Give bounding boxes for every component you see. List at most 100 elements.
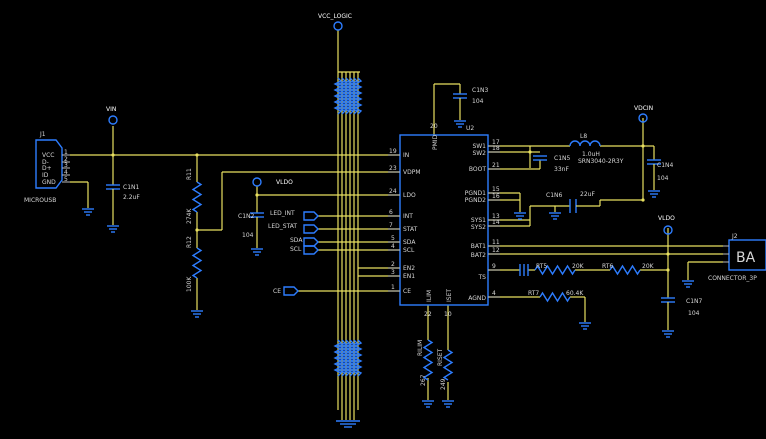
svg-text:BA: BA <box>736 250 756 266</box>
svg-text:104: 104 <box>242 232 254 239</box>
capacitors <box>106 93 675 318</box>
svg-text:C1N6: C1N6 <box>546 192 562 199</box>
svg-text:SCL: SCL <box>290 246 302 253</box>
svg-text:249: 249 <box>440 378 447 390</box>
svg-text:22uF: 22uF <box>580 191 595 198</box>
svg-text:LED_STAT: LED_STAT <box>268 223 297 230</box>
vcc-logic-power-icon <box>333 21 343 31</box>
svg-text:CE: CE <box>403 288 411 295</box>
svg-text:EN2: EN2 <box>403 265 415 272</box>
pullup-resistor-array-top <box>333 77 363 115</box>
ground-icon <box>336 420 360 428</box>
svg-text:RISET: RISET <box>437 348 444 366</box>
svg-text:33nF: 33nF <box>554 166 569 173</box>
svg-text:EN1: EN1 <box>403 273 415 280</box>
svg-text:RT7: RT7 <box>528 290 539 297</box>
ts-capacitor <box>519 264 529 276</box>
svg-text:CE: CE <box>273 288 281 295</box>
svg-text:C1N1: C1N1 <box>123 184 139 191</box>
svg-text:20: 20 <box>430 123 438 130</box>
svg-text:TS: TS <box>478 274 487 281</box>
u2-ref: U2 <box>466 125 474 132</box>
svg-text:23: 23 <box>389 165 397 172</box>
svg-text:SCL: SCL <box>403 247 415 254</box>
c1n3-capacitor <box>453 93 467 108</box>
r12-resistor <box>191 247 203 279</box>
svg-text:IN: IN <box>403 152 409 159</box>
svg-text:MICROUSB: MICROUSB <box>24 197 56 204</box>
svg-text:104: 104 <box>688 310 700 317</box>
svg-text:PMID: PMID <box>432 134 439 150</box>
port-scl-icon <box>303 245 319 255</box>
svg-text:D+: D+ <box>42 165 52 172</box>
vdcin-power-icon <box>638 113 648 123</box>
svg-text:R12: R12 <box>186 236 193 248</box>
svg-text:VCC: VCC <box>42 152 54 159</box>
ground-icon <box>454 120 466 128</box>
svg-text:VLDO: VLDO <box>276 179 293 186</box>
rt6-resistor <box>609 264 641 276</box>
svg-text:ILIM: ILIM <box>426 290 433 302</box>
svg-text:LED_INT: LED_INT <box>270 210 295 217</box>
svg-text:104: 104 <box>657 175 669 182</box>
r11-resistor <box>191 181 203 213</box>
svg-text:C1N4: C1N4 <box>657 162 673 169</box>
svg-text:ISET: ISET <box>446 289 453 302</box>
svg-text:VDCIN: VDCIN <box>634 105 653 112</box>
svg-text:2: 2 <box>64 156 68 163</box>
ground-symbols <box>82 120 694 428</box>
svg-text:14: 14 <box>492 219 500 226</box>
svg-text:CONNECTOR_3P: CONNECTOR_3P <box>708 275 757 282</box>
svg-text:PGND2: PGND2 <box>465 197 486 204</box>
ground-icon <box>682 280 694 288</box>
svg-text:SYS2: SYS2 <box>471 224 486 231</box>
rilim-resistor <box>422 339 434 381</box>
svg-text:60.4K: 60.4K <box>566 290 584 297</box>
svg-text:VCC_LOGIC: VCC_LOGIC <box>318 13 352 20</box>
svg-text:RT6: RT6 <box>602 263 613 270</box>
ground-icon <box>107 225 119 233</box>
svg-text:17: 17 <box>492 139 500 146</box>
svg-text:267: 267 <box>420 374 427 386</box>
svg-text:9: 9 <box>492 263 496 270</box>
svg-text:RILIM: RILIM <box>417 340 424 356</box>
port-ce-icon <box>283 286 299 296</box>
svg-text:PGND1: PGND1 <box>465 190 486 197</box>
ground-icon <box>82 208 94 216</box>
ground-icon <box>251 248 263 256</box>
svg-text:20K: 20K <box>572 263 585 270</box>
l8-inductor <box>569 140 601 147</box>
svg-text:BOOT: BOOT <box>469 166 486 173</box>
svg-text:STAT: STAT <box>403 226 418 233</box>
svg-text:D-: D- <box>42 159 49 166</box>
svg-text:1: 1 <box>391 284 395 291</box>
c1n4-capacitor <box>647 159 661 178</box>
svg-text:C1N7: C1N7 <box>686 298 702 305</box>
svg-text:2.2uF: 2.2uF <box>123 194 140 201</box>
svg-text:SRN3040-2R3Y: SRN3040-2R3Y <box>578 158 624 165</box>
svg-text:104: 104 <box>472 98 484 105</box>
svg-text:21: 21 <box>492 162 500 169</box>
svg-text:SYS1: SYS1 <box>471 217 486 224</box>
c1n5-capacitor <box>533 155 547 161</box>
svg-text:1: 1 <box>64 149 68 156</box>
ground-icon <box>579 322 591 330</box>
c1n7-capacitor <box>661 297 675 318</box>
j2-battery-connector: J2 BA CONNECTOR_3P <box>708 233 766 282</box>
svg-text:18: 18 <box>492 145 500 152</box>
ground-icon <box>648 190 660 198</box>
svg-text:4: 4 <box>64 169 68 176</box>
svg-text:13: 13 <box>492 213 500 220</box>
svg-text:VLDO: VLDO <box>658 215 675 222</box>
ground-icon <box>191 310 203 318</box>
svg-text:24: 24 <box>389 188 397 195</box>
u2-ic: U2 19 23 24 6 7 5 4 2 3 1 IN VDPM LDO IN… <box>388 123 500 318</box>
port-led-stat-icon <box>303 224 319 234</box>
component-labels: C1N1 2.2uF C1N2 104 C1N3 104 C1N4 104 C1… <box>123 87 702 390</box>
ports: LED_INT LED_STAT SDA SCL CE <box>268 210 319 296</box>
port-led-int-icon <box>303 211 319 221</box>
svg-text:LDO: LDO <box>403 192 416 199</box>
wires <box>70 30 723 420</box>
svg-text:SW2: SW2 <box>472 150 486 157</box>
